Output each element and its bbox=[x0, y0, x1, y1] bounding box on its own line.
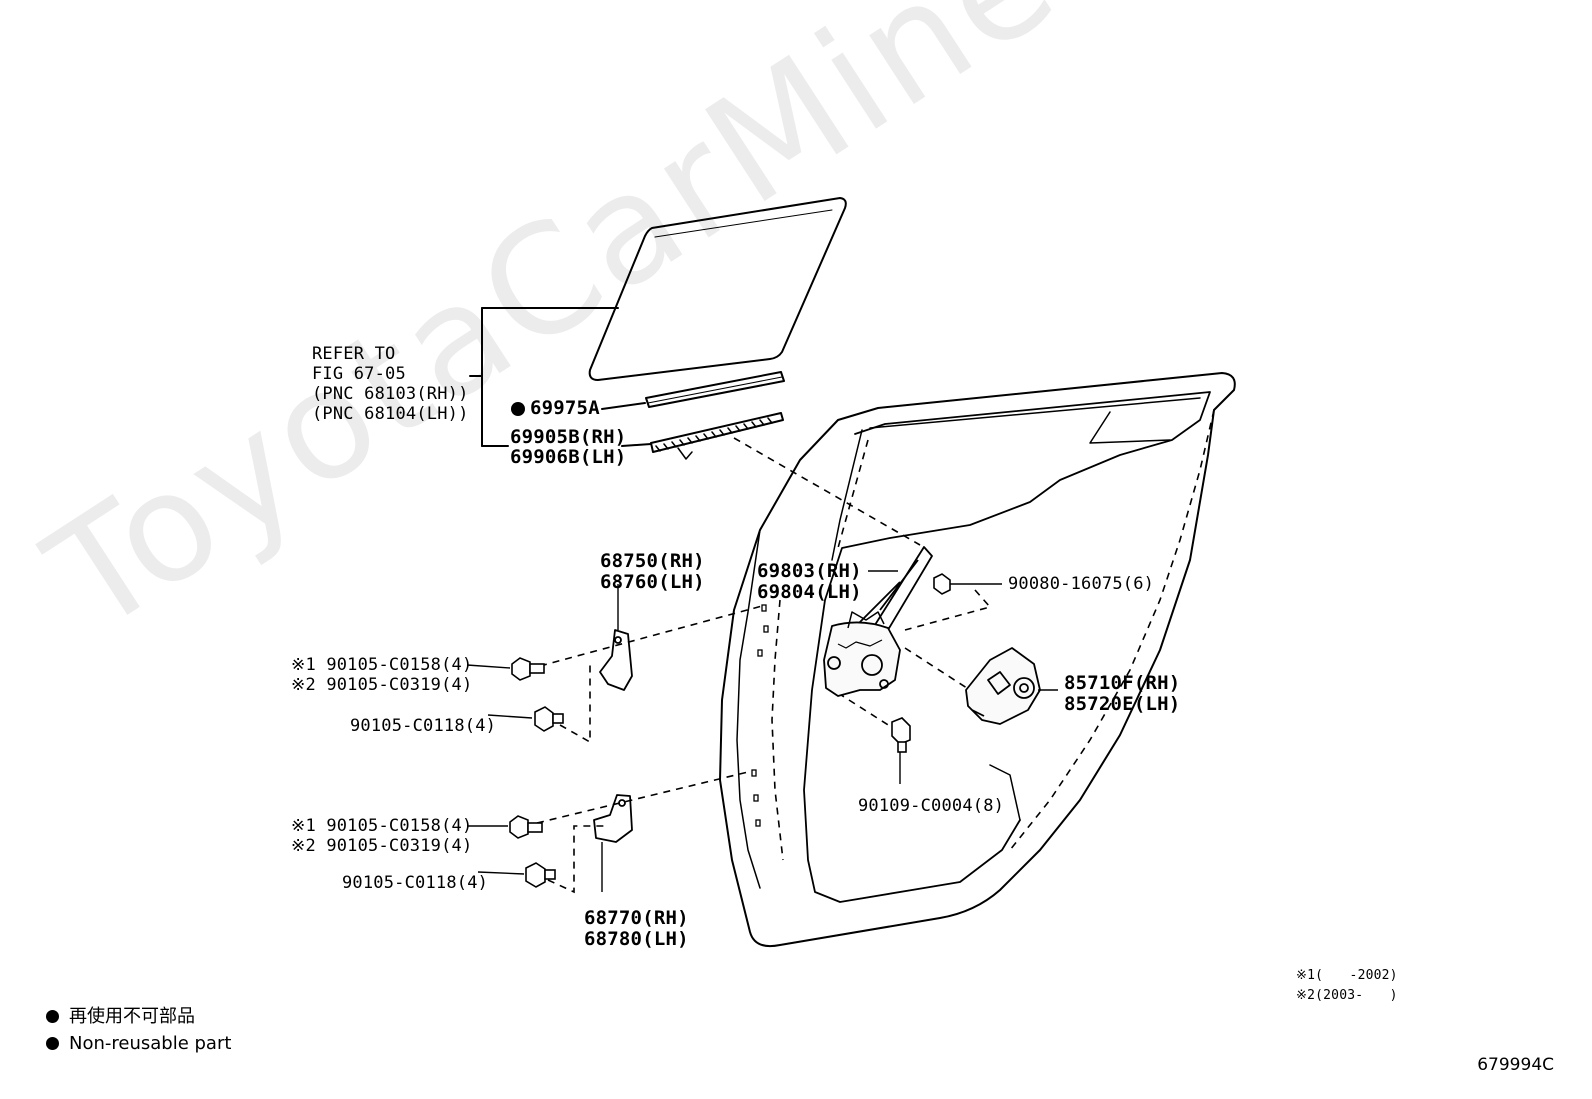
label-68780: 68780(LH) bbox=[584, 928, 689, 950]
non-reusable-dot-icon bbox=[46, 1010, 59, 1023]
legend-jp: 再使用不可部品 bbox=[46, 1005, 195, 1029]
label-90080: 90080-16075(6) bbox=[1008, 574, 1155, 594]
figure-code: 679994C bbox=[1477, 1055, 1554, 1075]
regulator-motor bbox=[965, 647, 1041, 725]
label-69906B: 69906B(LH) bbox=[510, 446, 627, 468]
door-glass bbox=[588, 197, 847, 381]
lower-hinge bbox=[593, 794, 633, 843]
label-69905B: 69905B(RH) bbox=[510, 426, 627, 448]
non-reusable-dot-69975A bbox=[511, 402, 525, 416]
label-lower-90105-C0118: 90105-C0118(4) bbox=[342, 873, 489, 893]
label-lower-90105-C0319: ※2 90105-C0319(4) bbox=[291, 836, 473, 856]
non-reusable-dot-icon bbox=[46, 1037, 59, 1050]
label-upper-90105-C0158: ※1 90105-C0158(4) bbox=[291, 655, 473, 675]
label-69804: 69804(LH) bbox=[757, 581, 862, 603]
bolt-lower-0158 bbox=[509, 815, 543, 839]
label-68760: 68760(LH) bbox=[600, 571, 705, 593]
door-inner-frame bbox=[803, 391, 1211, 903]
label-85720E: 85720E(LH) bbox=[1064, 693, 1181, 715]
door-outer-panel bbox=[719, 372, 1236, 948]
run-channel bbox=[650, 412, 784, 453]
label-69803: 69803(RH) bbox=[757, 560, 862, 582]
refer-line-3: (PNC 68103(RH)) bbox=[312, 384, 469, 404]
bolt-90109 bbox=[891, 717, 911, 753]
label-upper-90105-C0319: ※2 90105-C0319(4) bbox=[291, 675, 473, 695]
label-lower-90105-C0158: ※1 90105-C0158(4) bbox=[291, 816, 473, 836]
label-68770: 68770(RH) bbox=[584, 907, 689, 929]
weatherstrip-69975A bbox=[645, 371, 785, 408]
refer-line-4: (PNC 68104(LH)) bbox=[312, 404, 469, 424]
note-2: ※2(2003- ) bbox=[1296, 988, 1398, 1003]
glass-inner-edge bbox=[654, 209, 833, 238]
upper-hinge bbox=[599, 629, 633, 691]
refer-line-2: FIG 67-05 bbox=[312, 364, 406, 384]
bolt-upper-0158 bbox=[511, 657, 545, 681]
label-85710F: 85710F(RH) bbox=[1064, 672, 1181, 694]
bolt-lower-0118 bbox=[525, 862, 556, 888]
refer-line-1: REFER TO bbox=[312, 344, 396, 364]
legend-en: Non-reusable part bbox=[46, 1032, 231, 1056]
note-1: ※1( -2002) bbox=[1296, 968, 1398, 983]
label-68750: 68750(RH) bbox=[600, 550, 705, 572]
legend-jp-text: 再使用不可部品 bbox=[69, 1006, 195, 1027]
label-90109: 90109-C0004(8) bbox=[858, 796, 1005, 816]
legend-en-text: Non-reusable part bbox=[69, 1033, 232, 1054]
bolt-90080 bbox=[933, 573, 951, 595]
bolt-upper-0118 bbox=[534, 706, 564, 732]
label-69975A: 69975A bbox=[530, 397, 600, 419]
label-upper-90105-C0118: 90105-C0118(4) bbox=[350, 716, 497, 736]
